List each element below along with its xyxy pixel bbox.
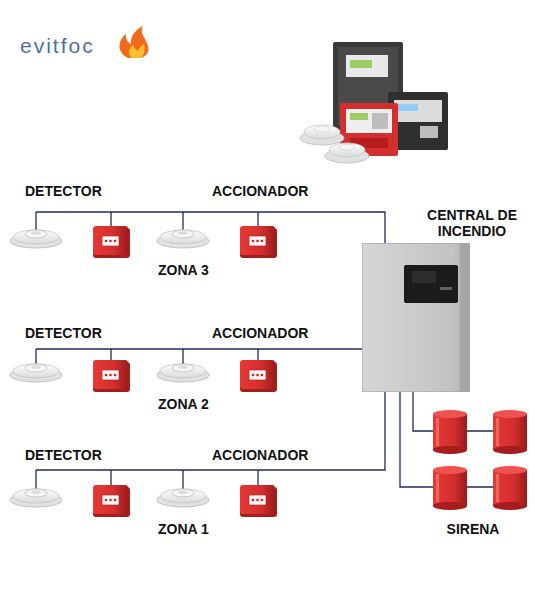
product-photo <box>350 113 368 120</box>
zone-devices <box>157 364 209 382</box>
control-panel-display <box>404 265 458 303</box>
wiring <box>36 470 258 489</box>
zone-devices <box>157 230 209 248</box>
zone-devices <box>93 226 130 258</box>
product-photo <box>420 126 438 138</box>
product-photo <box>398 104 418 111</box>
siren-group <box>433 410 467 454</box>
control-panel-display <box>412 271 436 283</box>
wiring <box>36 348 362 349</box>
wiring <box>36 349 258 364</box>
control-panel-display <box>440 287 452 290</box>
panel-heading: CENTRAL DE INCENDIO <box>422 207 522 239</box>
device-label: ACCIONADOR <box>212 183 308 199</box>
product-photo <box>300 42 448 163</box>
logo-flame <box>120 26 149 58</box>
zone-devices <box>10 230 62 248</box>
zone-devices <box>10 489 62 507</box>
product-photo <box>350 60 372 68</box>
siren-group <box>493 410 527 454</box>
control-panel-housing <box>362 243 470 392</box>
siren-group <box>493 466 527 510</box>
product-photo <box>346 109 392 133</box>
logo-text: evitfoc <box>20 34 95 58</box>
zone-devices <box>10 364 62 382</box>
zone-label: ZONA 1 <box>158 521 209 537</box>
product-photo <box>339 144 355 150</box>
product-photo <box>340 103 398 156</box>
device-label: ACCIONADOR <box>212 325 308 341</box>
siren-label: SIRENA <box>423 521 523 537</box>
product-photo <box>304 125 340 139</box>
siren-group <box>433 410 527 510</box>
wiring <box>36 212 385 243</box>
zone-devices <box>157 489 209 507</box>
control-panel-side <box>460 243 470 392</box>
zone-devices <box>240 226 277 258</box>
zone-label: ZONA 3 <box>158 262 209 278</box>
zone-devices <box>240 360 277 392</box>
control-panel-housing <box>362 243 470 392</box>
zone-devices <box>10 226 277 517</box>
siren-group <box>433 466 467 510</box>
logo-flame <box>120 26 149 58</box>
device-label: DETECTOR <box>25 325 102 341</box>
product-photo <box>372 113 388 129</box>
device-label: DETECTOR <box>25 183 102 199</box>
product-photo <box>329 143 365 157</box>
zone-label: ZONA 2 <box>158 396 209 412</box>
zone-devices <box>240 485 277 517</box>
control-panel-box: CENTRAL DE INCENDIO <box>362 243 470 392</box>
zone-devices <box>93 485 130 517</box>
device-label: ACCIONADOR <box>212 447 308 463</box>
wiring <box>36 212 493 489</box>
product-photo <box>346 55 388 77</box>
wiring <box>36 212 258 230</box>
product-photo <box>314 126 330 132</box>
device-label: DETECTOR <box>25 447 102 463</box>
zone-devices <box>93 360 130 392</box>
logo-flame <box>129 44 144 58</box>
product-photo <box>394 100 442 122</box>
